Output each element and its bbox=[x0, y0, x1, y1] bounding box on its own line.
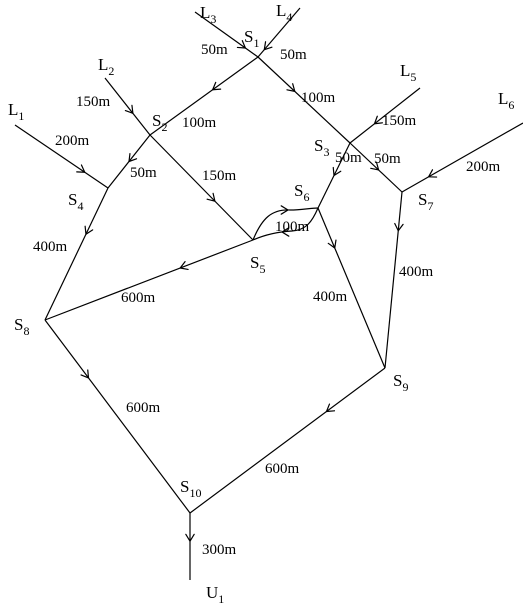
edge-l5-s3 bbox=[349, 87, 421, 144]
edge-l1-s4 bbox=[14, 124, 109, 189]
flow-arrow-s7-s9 bbox=[394, 222, 404, 232]
flow-arrow-l4-s1 bbox=[263, 41, 273, 51]
edge-s8-s10 bbox=[44, 319, 191, 514]
flow-arrow-l6-s7 bbox=[428, 169, 438, 178]
flow-arrow-s1-s2 bbox=[212, 81, 222, 91]
flow-arrow-s1-s3 bbox=[286, 83, 296, 92]
edge-s7-s9 bbox=[384, 191, 403, 369]
node-label-l4: L4 bbox=[276, 1, 292, 24]
length-label-s3-s6: 50m bbox=[335, 150, 362, 166]
edge-l2-s2 bbox=[104, 77, 151, 136]
length-label-s2-s4: 50m bbox=[130, 165, 157, 181]
length-label-s5-s6: 100m bbox=[275, 219, 310, 235]
node-label-s1: S1 bbox=[244, 27, 259, 50]
length-label-s5-s8: 600m bbox=[121, 290, 156, 306]
edge-s4-s8 bbox=[44, 187, 109, 321]
flow-arrow-s3-s7 bbox=[370, 161, 380, 171]
length-label-l5-s3: 150m bbox=[382, 113, 417, 129]
flow-arrow-s9-s10 bbox=[325, 403, 336, 413]
flow-arrow-s5-s6 bbox=[280, 205, 289, 215]
length-label-s1-s3: 100m bbox=[301, 90, 336, 106]
flow-arrows-layer bbox=[76, 40, 438, 542]
length-label-l3-s1: 50m bbox=[201, 42, 228, 58]
length-label-l1-s4: 200m bbox=[55, 133, 90, 149]
flow-arrow-l3-s1 bbox=[236, 40, 246, 49]
node-label-s7: S7 bbox=[418, 190, 433, 213]
node-label-l2: L2 bbox=[98, 55, 114, 78]
edge-s6-s9 bbox=[317, 207, 386, 369]
node-label-u1: U1 bbox=[206, 583, 224, 604]
length-label-s9-s10: 600m bbox=[265, 461, 300, 477]
flow-arrow-s2-s4 bbox=[128, 152, 138, 163]
length-label-l6-s7: 200m bbox=[466, 159, 501, 175]
node-label-l5: L5 bbox=[400, 61, 416, 84]
length-label-s8-s10: 600m bbox=[126, 400, 161, 416]
node-label-l3: L3 bbox=[200, 3, 216, 26]
edge-s1-s3 bbox=[257, 56, 351, 144]
node-label-l6: L6 bbox=[498, 89, 514, 112]
flow-arrow-s4-s8 bbox=[84, 225, 94, 235]
length-label-l4-s1: 50m bbox=[280, 47, 307, 63]
node-label-s10: S10 bbox=[180, 477, 201, 500]
node-label-s3: S3 bbox=[314, 136, 329, 159]
edge-l6-s7 bbox=[401, 122, 523, 193]
flow-arrow-s8-s10 bbox=[80, 369, 90, 379]
length-label-s1-s2: 100m bbox=[182, 115, 217, 131]
edge-s1-s2 bbox=[149, 56, 259, 136]
node-label-s5: S5 bbox=[250, 253, 265, 276]
length-label-s7-s9: 400m bbox=[399, 264, 434, 280]
edge-s5-s6-upper bbox=[252, 207, 319, 241]
flow-arrow-l2-s2 bbox=[124, 104, 134, 114]
length-label-s3-s7: 50m bbox=[374, 151, 401, 167]
node-label-s9: S9 bbox=[393, 371, 408, 394]
flow-arrow-l1-s4 bbox=[76, 164, 86, 173]
edge-s2-s5 bbox=[149, 134, 254, 241]
edge-l3-s1 bbox=[194, 11, 259, 58]
flow-arrow-s3-s6 bbox=[332, 166, 342, 177]
flow-arrow-s10-u1 bbox=[185, 533, 195, 542]
node-label-s2: S2 bbox=[152, 111, 167, 134]
length-label-l2-s2: 150m bbox=[76, 94, 111, 110]
node-label-s8: S8 bbox=[14, 315, 29, 338]
flow-arrow-s6-s9 bbox=[327, 239, 337, 249]
edge-s9-s10 bbox=[189, 367, 386, 514]
flow-arrow-s2-s5 bbox=[206, 192, 216, 202]
node-label-s4: S4 bbox=[68, 190, 83, 213]
length-label-s6-s9: 400m bbox=[313, 289, 348, 305]
length-labels-layer: 50m 50m 100m 100m 150m 200m 50m 150m 150m 50m 50m 2… bbox=[33, 42, 501, 558]
flow-arrow-s5-s8 bbox=[179, 261, 189, 271]
length-label-s4-s8: 400m bbox=[33, 239, 68, 255]
flow-arrow-s6-s5 bbox=[281, 227, 290, 237]
edges-layer bbox=[14, 7, 523, 580]
length-label-s2-s5: 150m bbox=[202, 168, 237, 184]
node-label-s6: S6 bbox=[294, 181, 309, 204]
node-label-l1: L1 bbox=[8, 100, 24, 123]
edge-s5-s8 bbox=[44, 239, 254, 321]
flow-arrow-l5-s3 bbox=[373, 115, 384, 125]
edge-s6-s5-lower bbox=[252, 207, 319, 241]
length-label-s10-u1: 300m bbox=[202, 542, 237, 558]
edge-s3-s7 bbox=[349, 142, 403, 193]
